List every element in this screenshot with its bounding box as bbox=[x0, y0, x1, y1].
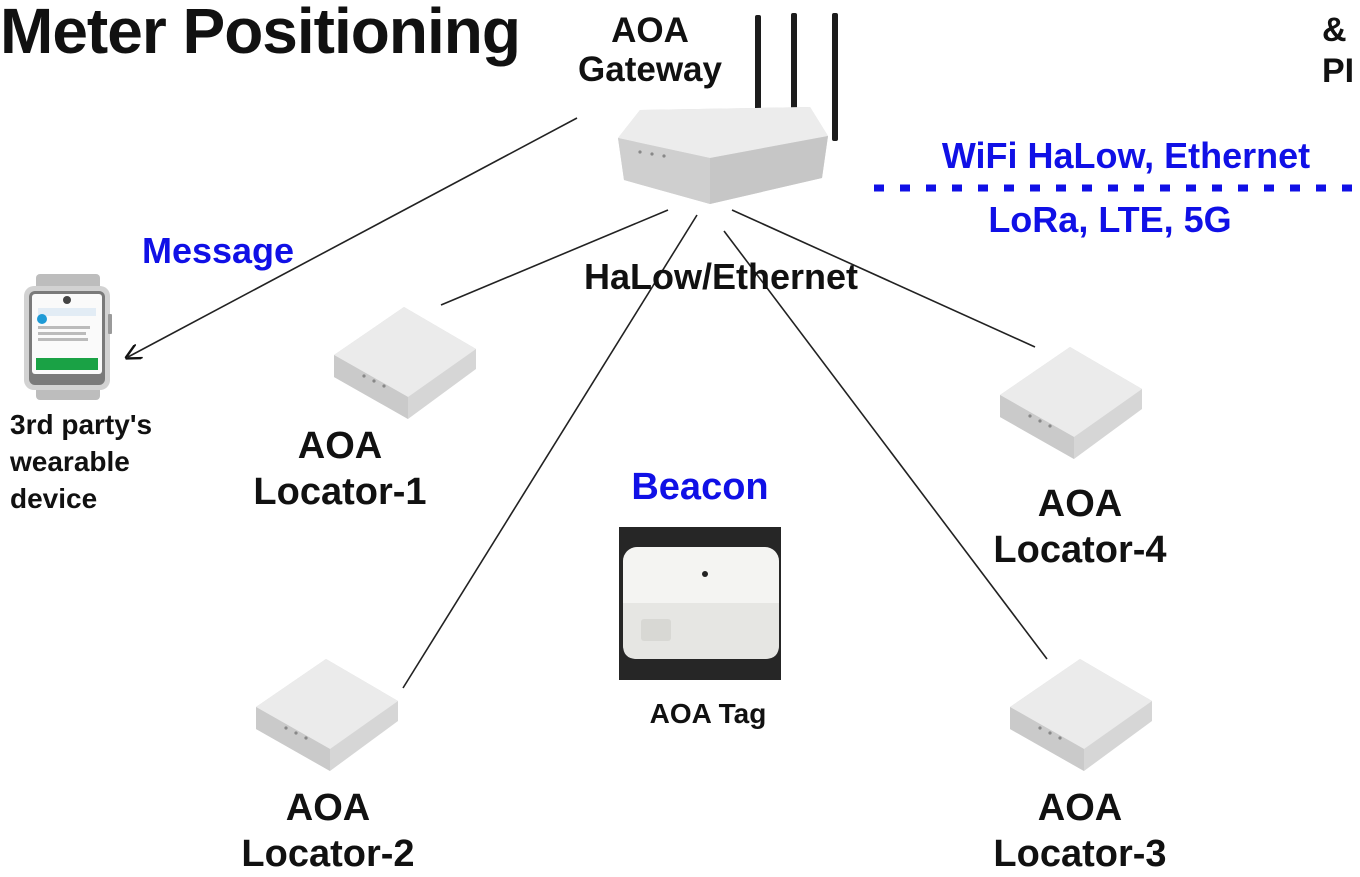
locator-4-label-line-1: AOA bbox=[1037, 483, 1123, 525]
locator-2-label-line-1: AOA bbox=[285, 787, 371, 829]
gateway-label-line-1: AOA bbox=[611, 11, 689, 50]
wearable-label-line-2: wearable bbox=[10, 446, 130, 478]
link-locator-4 bbox=[731, 209, 1036, 348]
gateway-label: AOA Gateway bbox=[565, 11, 735, 89]
gateway-label-line-2: Gateway bbox=[578, 49, 722, 89]
page-title: Meter Positioning bbox=[0, 0, 521, 67]
locator-4-label: AOA Locator-4 bbox=[980, 482, 1180, 573]
link-label: HaLow/Ethernet bbox=[583, 256, 859, 297]
locator-1-label-line-1: AOA bbox=[297, 425, 383, 467]
locator-1-label: AOA Locator-1 bbox=[240, 424, 440, 515]
aoa-tag-detail-icon bbox=[623, 571, 779, 659]
backhaul-lower-label: LoRa, LTE, 5G bbox=[988, 199, 1232, 240]
locator-4-label-line-2: Locator-4 bbox=[993, 528, 1167, 571]
aoa-tag-label: AOA Tag bbox=[649, 698, 767, 729]
link-locator-1 bbox=[440, 209, 669, 306]
locator-3-device-icon bbox=[1010, 659, 1152, 771]
corner-text: & PI bbox=[1322, 10, 1354, 92]
locator-1-device-icon bbox=[334, 307, 476, 419]
locator-1-label-line-2: Locator-1 bbox=[253, 470, 427, 513]
corner-line-1: & bbox=[1322, 11, 1347, 49]
locator-2-label-line-2: Locator-2 bbox=[241, 832, 415, 875]
wearable-label: 3rd party's wearable device bbox=[10, 406, 152, 518]
link-locator-2 bbox=[402, 214, 698, 689]
wearable-label-line-1: 3rd party's bbox=[10, 409, 153, 440]
locator-2-label: AOA Locator-2 bbox=[228, 786, 428, 877]
message-label: Message bbox=[141, 230, 295, 271]
locator-3-label-line-2: Locator-3 bbox=[993, 832, 1167, 875]
wearable-label-line-3: device bbox=[10, 483, 98, 515]
smartwatch-icon bbox=[24, 274, 112, 400]
locator-3-label-line-1: AOA bbox=[1037, 787, 1123, 829]
locator-2-device-icon bbox=[256, 659, 398, 771]
locator-4-device-icon bbox=[1000, 347, 1142, 459]
gateway-router-icon bbox=[618, 13, 838, 204]
link-locator-3 bbox=[723, 230, 1048, 660]
aoa-tag-photo bbox=[619, 527, 781, 680]
beacon-label: Beacon bbox=[631, 466, 769, 508]
message-arrow bbox=[128, 117, 578, 357]
locator-3-label: AOA Locator-3 bbox=[980, 786, 1180, 877]
backhaul-upper-label: WiFi HaLow, Ethernet bbox=[941, 135, 1311, 176]
corner-line-2: PI bbox=[1322, 51, 1355, 90]
